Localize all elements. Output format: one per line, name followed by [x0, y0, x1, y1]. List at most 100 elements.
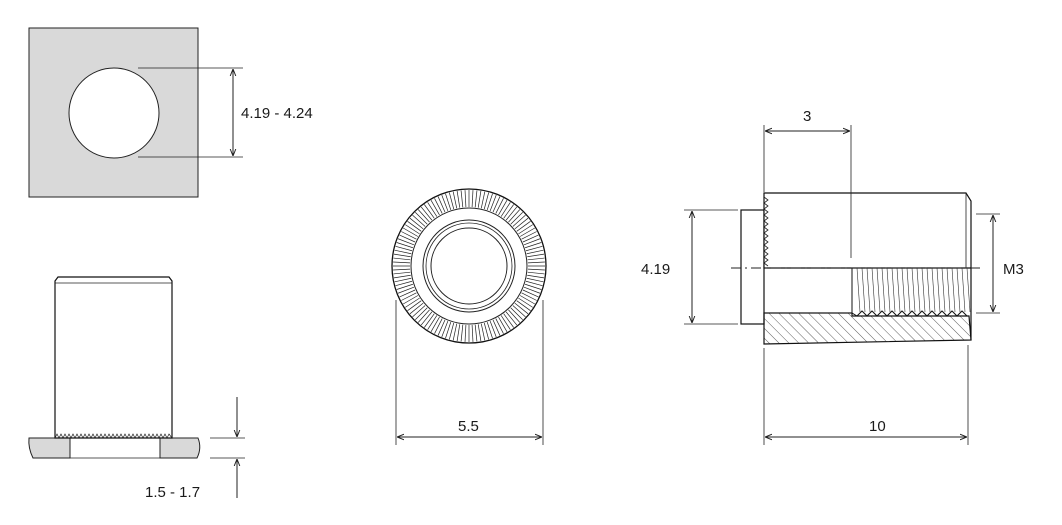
thread-line	[901, 267, 906, 313]
knurl-line	[525, 283, 542, 290]
knurl-line	[495, 198, 504, 214]
knurl-line	[452, 191, 458, 209]
knurl-ring	[393, 190, 545, 342]
knurl-line	[445, 193, 452, 210]
knurl-line	[486, 322, 493, 339]
knurl-line	[516, 221, 531, 232]
mounting-hole	[68, 67, 160, 159]
knurl-line	[407, 221, 422, 232]
knurl-line	[486, 193, 493, 210]
knurl-line	[471, 190, 474, 208]
knurl-line	[518, 224, 533, 235]
knurl-line	[523, 286, 541, 294]
nut-head	[740, 209, 765, 325]
thread-line	[891, 267, 896, 313]
knurl-line	[521, 231, 537, 240]
knurl-line	[397, 238, 415, 246]
knurl-line	[492, 196, 501, 213]
knurl-line	[412, 305, 426, 318]
knurl-line	[409, 217, 424, 230]
knurl-line	[525, 242, 542, 249]
knurl-line	[448, 322, 455, 340]
knurl-line	[480, 323, 486, 341]
knurl-line	[397, 286, 415, 294]
knurl-serrations	[54, 433, 173, 439]
knurl-line	[420, 206, 433, 221]
thread-size-label: M3	[1003, 261, 1024, 278]
knurl-line	[522, 234, 539, 243]
thread-line	[946, 267, 951, 313]
thread-line	[876, 267, 881, 313]
knurl-line	[407, 300, 422, 311]
internal-thread-profile	[851, 268, 968, 317]
knurl-line	[492, 319, 501, 336]
knurl-line	[420, 311, 433, 326]
knurl-line	[405, 297, 420, 308]
knurl-line	[477, 190, 482, 208]
knurl-line	[527, 274, 545, 279]
knurl-line	[399, 289, 416, 298]
knurl-line	[508, 309, 521, 323]
knurl-line	[424, 313, 435, 328]
sheet-thickness-label: 1.5 - 1.7	[145, 484, 200, 501]
knurl-line	[441, 320, 449, 338]
knurl-line	[477, 324, 482, 342]
knurl-line	[409, 302, 424, 315]
thread-line	[941, 267, 946, 313]
knurl-line	[503, 313, 514, 328]
knurl-line	[393, 257, 411, 261]
knurl-line	[395, 245, 413, 252]
thread-line	[961, 267, 966, 313]
thread-line	[886, 267, 891, 313]
knurl-line	[434, 318, 443, 334]
thread-line	[896, 267, 901, 313]
knurl-line	[489, 194, 497, 212]
thread-line	[911, 267, 916, 313]
knurl-line	[456, 324, 461, 342]
knurl-line	[527, 257, 545, 261]
knurl-line	[430, 200, 440, 216]
knurl-line	[399, 234, 416, 243]
section-view: 3 4.19 M3 10	[641, 108, 1024, 445]
knurl-line	[500, 202, 511, 217]
panel-hole-view: 4.19 - 4.24	[28, 27, 313, 198]
knurl-line	[441, 194, 449, 212]
knurl-line	[526, 277, 544, 283]
thread-line	[906, 267, 911, 313]
knurl-line	[527, 253, 545, 258]
knurl-line	[527, 261, 545, 264]
thread-line	[966, 267, 971, 313]
knurl-line	[505, 311, 518, 326]
knurl-line	[523, 238, 541, 246]
knurl-line	[424, 204, 435, 219]
knurl-line	[460, 324, 464, 342]
installed-side-view: 1.5 - 1.7	[28, 276, 245, 501]
bore-outer-circle	[425, 222, 513, 310]
knurl-line	[471, 324, 474, 342]
knurl-line	[415, 212, 428, 225]
thread-line	[866, 267, 871, 313]
thread-line	[951, 267, 956, 313]
knurl-line	[396, 283, 413, 290]
knurl-line	[401, 292, 417, 301]
knurl-line	[393, 253, 411, 258]
knurl-line	[393, 274, 411, 279]
knurl-line	[522, 289, 539, 298]
knurl-line	[396, 242, 413, 249]
knurl-line	[521, 292, 537, 301]
sheet-left	[28, 437, 71, 459]
thread-line	[931, 267, 936, 313]
knurl-line	[527, 271, 545, 275]
knurl-line	[518, 297, 533, 308]
knurl-line	[464, 324, 467, 342]
knurl-line	[401, 231, 417, 240]
knurl-line	[519, 227, 535, 237]
knurl-line	[510, 307, 523, 320]
knurl-line	[483, 192, 490, 210]
thread-lines	[856, 267, 971, 313]
knurl-line	[510, 212, 523, 225]
knurl-line	[427, 202, 438, 217]
knurl-line	[405, 224, 420, 235]
body-diameter-label: 4.19	[641, 261, 670, 278]
